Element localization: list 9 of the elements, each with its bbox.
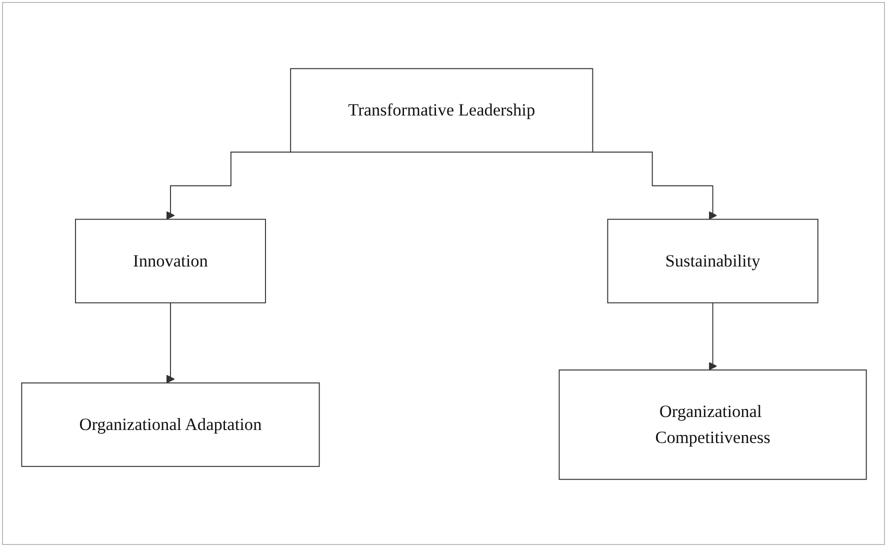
arrow [166, 151, 292, 220]
node-box: Innovation [74, 218, 266, 303]
arrow [166, 302, 174, 383]
arrow [708, 302, 716, 370]
node-box: Organizational Competitiveness [558, 369, 866, 480]
arrow [590, 151, 716, 220]
node-box: Transformative Leadership [290, 68, 593, 152]
node-box: Organizational Adaptation [20, 382, 320, 466]
node-box: Sustainability [606, 218, 818, 303]
